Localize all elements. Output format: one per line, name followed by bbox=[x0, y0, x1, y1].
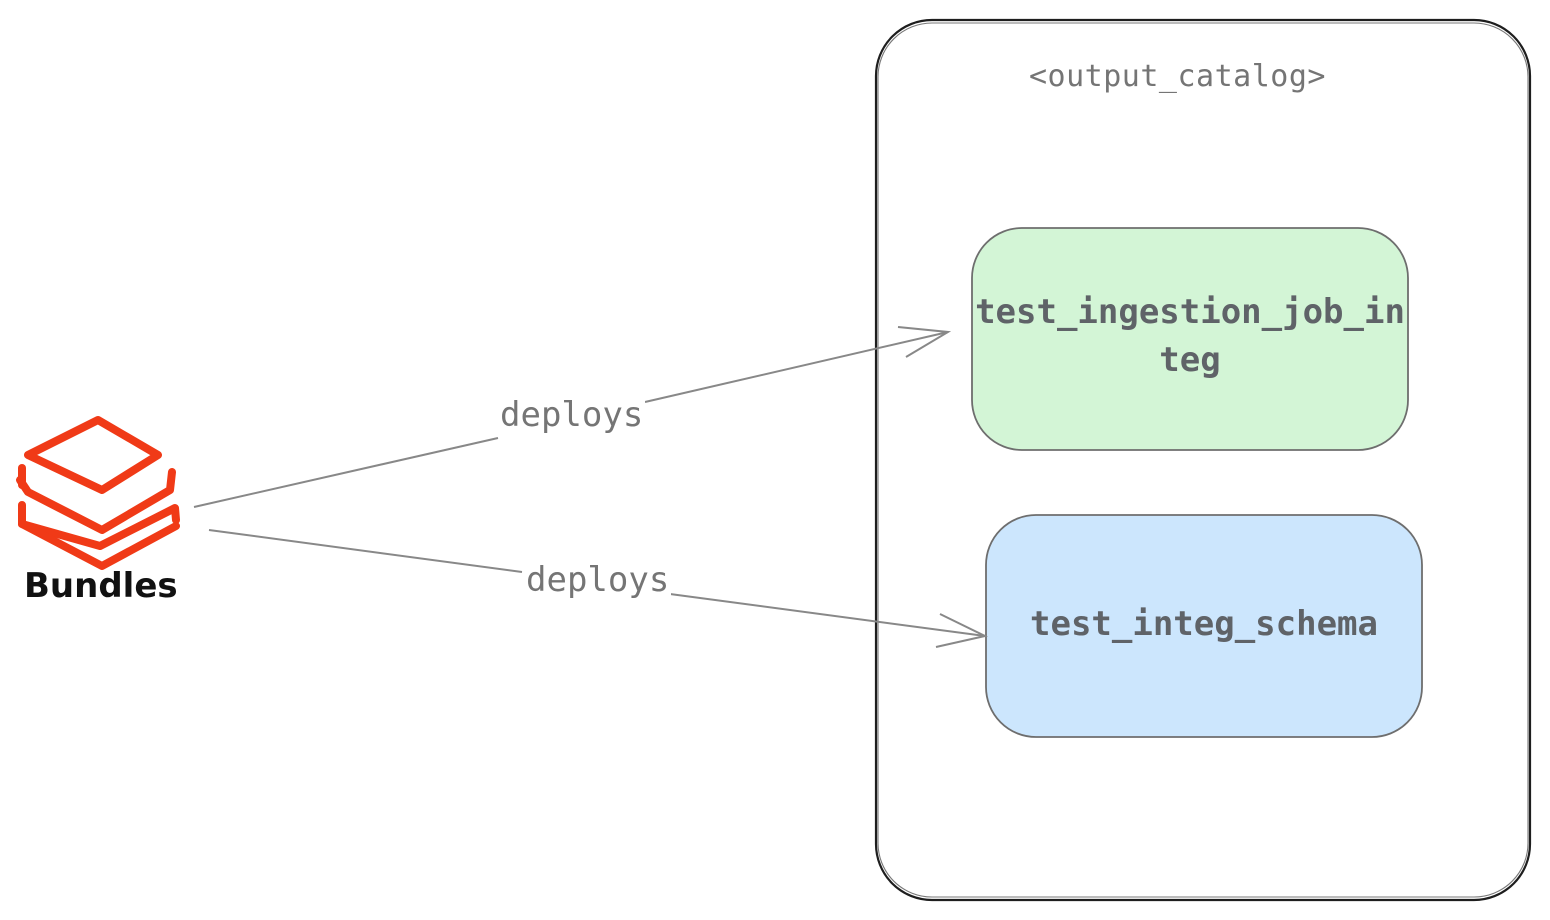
stacked-layers-icon bbox=[16, 416, 180, 570]
catalog-container[interactable] bbox=[874, 18, 1532, 902]
schema-node[interactable] bbox=[985, 514, 1423, 738]
job-node[interactable] bbox=[971, 227, 1409, 451]
edge-deploys-job bbox=[193, 331, 949, 508]
edge-deploys-schema bbox=[208, 529, 986, 637]
edge-label-deploys-job: deploys bbox=[498, 395, 646, 435]
edge-deploys-schema-arrowhead bbox=[935, 613, 988, 648]
catalog-container-sketch-line bbox=[877, 22, 1529, 898]
catalog-title: <output_catalog> bbox=[1029, 59, 1326, 94]
job-node-label: test_ingestion_job_integ bbox=[975, 292, 1405, 380]
edge-label-deploys-schema: deploys bbox=[524, 560, 672, 600]
bundles-label: Bundles bbox=[24, 566, 178, 606]
schema-node-label: test_integ_schema bbox=[1030, 604, 1378, 644]
edge-deploys-job-arrowhead bbox=[897, 326, 952, 358]
